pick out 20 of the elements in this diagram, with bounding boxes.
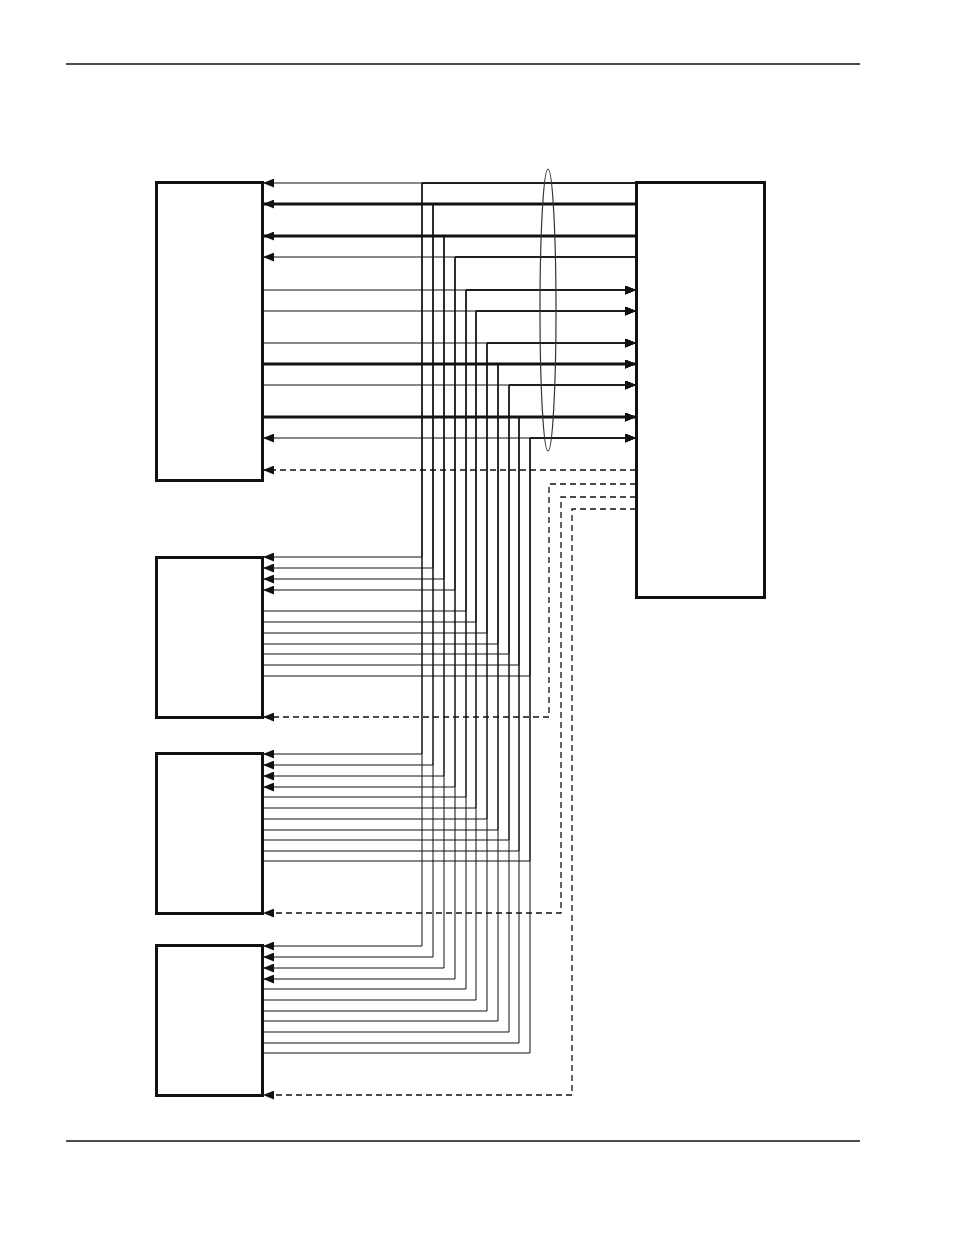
signal-line — [262, 306, 637, 316]
signal-line — [262, 338, 637, 348]
signal-line — [262, 483, 637, 722]
block-box — [155, 752, 264, 915]
signal-line — [262, 178, 637, 188]
signal-line — [262, 465, 637, 475]
signal-line — [262, 496, 637, 918]
signal-line — [262, 252, 637, 262]
signal-line — [263, 231, 636, 241]
block-box — [155, 944, 264, 1097]
signal-line — [263, 359, 636, 369]
block-box — [635, 181, 766, 599]
signal-line — [263, 199, 636, 209]
block-box — [155, 556, 264, 719]
signal-line — [262, 433, 637, 443]
signal-line — [262, 380, 637, 390]
signal-line — [262, 285, 637, 295]
block-box — [155, 181, 264, 482]
signal-line — [262, 508, 637, 1100]
signal-line — [263, 412, 636, 422]
